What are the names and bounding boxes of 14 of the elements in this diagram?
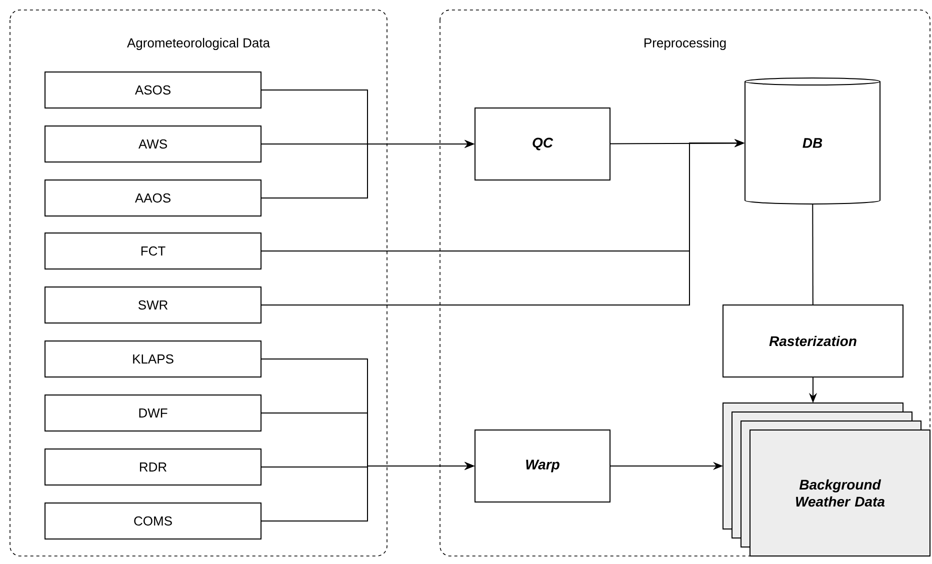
source-box: AWS: [44, 125, 262, 162]
source-box: SWR: [44, 286, 262, 324]
source-box: DWF: [44, 394, 262, 432]
source-box: FCT: [44, 232, 262, 270]
source-box: RDR: [44, 448, 262, 486]
source-box: KLAPS: [44, 340, 262, 378]
database-cylinder: DB: [744, 77, 880, 204]
process-box: Rasterization: [722, 304, 904, 378]
source-box: COMS: [44, 502, 262, 540]
process-box: Warp: [474, 429, 610, 502]
source-box: ASOS: [44, 72, 262, 108]
source-box: AAOS: [44, 180, 262, 216]
stacked-data-box: Background Weather Data: [722, 402, 930, 556]
process-box: QC: [474, 107, 610, 180]
